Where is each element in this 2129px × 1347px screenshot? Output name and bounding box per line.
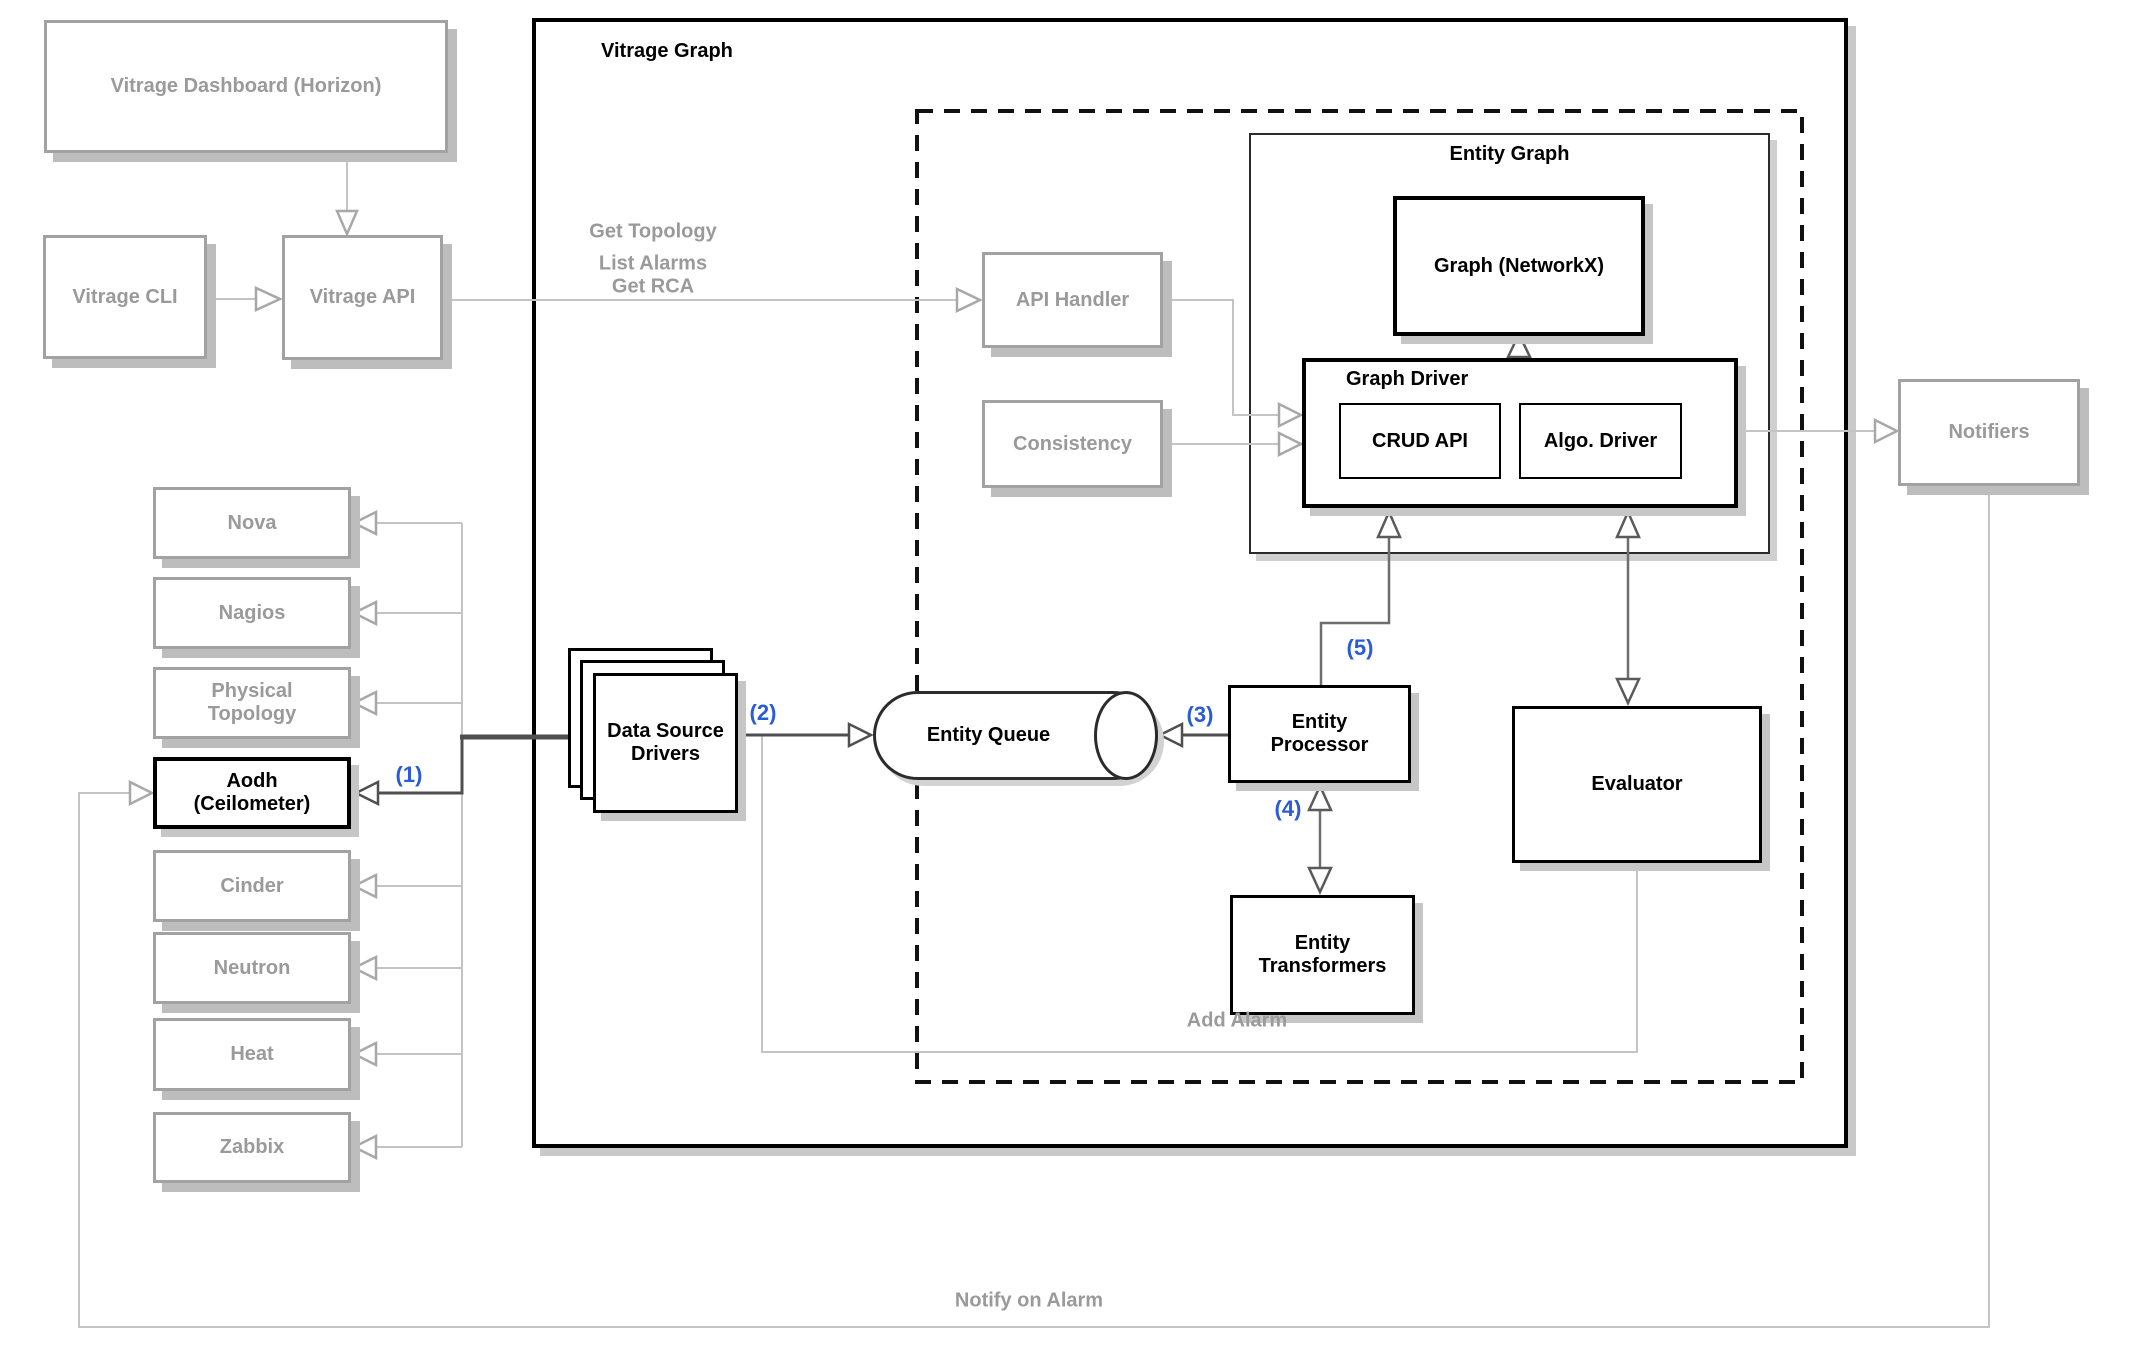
source-box-heat: Heat bbox=[153, 1018, 351, 1091]
vitrage-api-label: Vitrage API bbox=[309, 286, 416, 308]
box-entity-processor: Entity Processor bbox=[1228, 685, 1411, 783]
box-vitrage-cli: Vitrage CLI bbox=[43, 235, 207, 359]
arrowhead-into-vitrage-api-top bbox=[335, 209, 359, 238]
arrowhead-into-zabbix bbox=[351, 1133, 378, 1161]
step-label-4: (4) bbox=[1274, 796, 1302, 821]
entity-transformers-label: Entity Transformers bbox=[1258, 932, 1387, 977]
arrowhead-into-cinder bbox=[351, 872, 378, 900]
entity-queue-label: Entity Queue bbox=[926, 724, 1051, 746]
source-label: Nagios bbox=[218, 601, 286, 624]
box-graph-networkx: Graph (NetworkX) bbox=[1393, 196, 1645, 336]
label-get-topology: Get Topology bbox=[589, 220, 717, 243]
arrowhead-into-phys-topology bbox=[351, 689, 378, 717]
label-add-alarm: Add Alarm bbox=[1186, 1009, 1288, 1032]
box-api-handler: API Handler bbox=[982, 252, 1163, 348]
source-box-nagios: Nagios bbox=[153, 577, 351, 649]
arrowhead-into-vitrage-api-left bbox=[254, 286, 284, 312]
source-box-zabbix: Zabbix bbox=[153, 1112, 351, 1183]
step-label-3: (3) bbox=[1186, 702, 1214, 727]
source-label: Aodh (Ceilometer) bbox=[193, 770, 311, 815]
entity-queue-cylinder: Entity Queue bbox=[873, 691, 1158, 780]
crud-api-label: CRUD API bbox=[1372, 429, 1468, 452]
source-label: Nova bbox=[227, 511, 277, 534]
entity-graph-title: Entity Graph bbox=[1449, 143, 1570, 165]
step-label-5: (5) bbox=[1346, 635, 1374, 660]
vitrage-dashboard-label: Vitrage Dashboard (Horizon) bbox=[110, 75, 382, 97]
notifiers-label: Notifiers bbox=[1948, 421, 2030, 443]
graph-networkx-label: Graph (NetworkX) bbox=[1433, 254, 1605, 277]
data-source-drivers-label: Data Source Drivers bbox=[607, 720, 724, 765]
vitrage-cli-label: Vitrage CLI bbox=[72, 285, 178, 308]
label-get-rca: Get RCA bbox=[611, 275, 695, 298]
source-label: Heat bbox=[230, 1043, 274, 1065]
evaluator-label: Evaluator bbox=[1591, 773, 1683, 795]
source-label: Neutron bbox=[213, 956, 291, 979]
source-box-cinder: Cinder bbox=[153, 850, 351, 922]
source-box-aodh: Aodh (Ceilometer) bbox=[153, 757, 351, 829]
entity-processor-label: Entity Processor bbox=[1270, 711, 1369, 756]
arrowhead-into-nova bbox=[351, 509, 378, 537]
box-data-source-drivers: Data Source Drivers bbox=[593, 673, 738, 813]
box-consistency: Consistency bbox=[982, 400, 1163, 488]
label-notify-on-alarm: Notify on Alarm bbox=[954, 1289, 1104, 1312]
graph-driver-title: Graph Driver bbox=[1346, 368, 1469, 390]
vitrage-graph-title: Vitrage Graph bbox=[601, 40, 733, 62]
arrowhead-into-neutron bbox=[351, 954, 378, 982]
box-evaluator: Evaluator bbox=[1512, 706, 1762, 863]
source-box-physical-topology: Physical Topology bbox=[153, 667, 351, 739]
algo-driver-label: Algo. Driver bbox=[1543, 429, 1658, 452]
arrowhead-into-aodh-right bbox=[353, 779, 380, 807]
source-label: Cinder bbox=[220, 874, 284, 897]
box-entity-transformers: Entity Transformers bbox=[1230, 895, 1415, 1015]
arrowhead-into-aodh-left bbox=[128, 779, 155, 807]
consistency-label: Consistency bbox=[1013, 432, 1132, 455]
source-label: Physical Topology bbox=[207, 680, 297, 725]
arrowhead-into-notifiers bbox=[1873, 417, 1900, 445]
entity-queue-cylinder-cap bbox=[1094, 691, 1158, 780]
step-label-2: (2) bbox=[749, 700, 777, 725]
api-handler-label: API Handler bbox=[1015, 288, 1130, 311]
box-crud-api: CRUD API bbox=[1339, 403, 1501, 479]
source-box-neutron: Neutron bbox=[153, 932, 351, 1004]
label-list-alarms: List Alarms bbox=[598, 252, 708, 275]
box-vitrage-api: Vitrage API bbox=[282, 235, 443, 360]
arrowhead-into-nagios bbox=[351, 599, 378, 627]
source-box-nova: Nova bbox=[153, 487, 351, 559]
arrowhead-into-heat bbox=[351, 1040, 378, 1068]
source-label: Zabbix bbox=[219, 1136, 285, 1158]
box-notifiers: Notifiers bbox=[1898, 379, 2080, 486]
box-algo-driver: Algo. Driver bbox=[1519, 403, 1682, 479]
box-vitrage-dashboard: Vitrage Dashboard (Horizon) bbox=[44, 20, 448, 153]
step-label-1: (1) bbox=[395, 762, 423, 787]
